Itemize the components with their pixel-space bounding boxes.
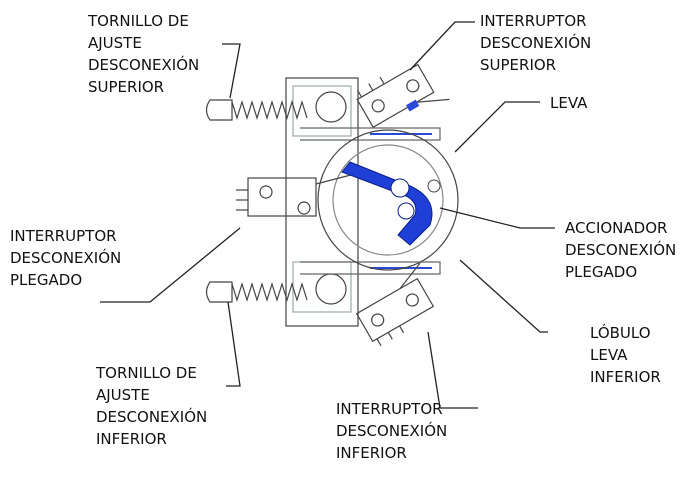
upper-hole — [315, 91, 347, 123]
leader-upper-switch — [409, 21, 475, 71]
label-actuator: ACCIONADOR DESCONEXIÓN PLEGADO — [565, 219, 677, 281]
upper-switch — [356, 63, 450, 129]
leader-lower-switch — [427, 331, 478, 409]
mounting-plate — [285, 77, 359, 327]
upper-adjusting-screw — [205, 99, 308, 121]
label-upper-switch: INTERRUPTOR DESCONEXIÓN SUPERIOR — [480, 12, 592, 74]
leader-cam — [454, 101, 540, 153]
label-fold-switch: INTERRUPTOR DESCONEXIÓN PLEGADO — [10, 227, 122, 289]
label-lower-switch: INTERRUPTOR DESCONEXIÓN INFERIOR — [336, 400, 448, 462]
lower-adjusting-screw — [205, 281, 308, 303]
label-upper-screw: TORNILLO DE AJUSTE DESCONEXIÓN SUPERIOR — [88, 12, 200, 96]
lower-hole — [315, 273, 347, 305]
label-lower-lobe: LÓBULO LEVA INFERIOR — [590, 324, 661, 386]
leader-actuator — [439, 207, 555, 229]
leader-lower-lobe — [459, 259, 548, 333]
leader-lower-screw — [226, 301, 241, 387]
leader-fold-switch — [100, 227, 241, 303]
cam — [317, 129, 459, 271]
lower-switch — [355, 262, 435, 347]
label-lower-screw: TORNILLO DE AJUSTE DESCONEXIÓN INFERIOR — [96, 364, 208, 448]
fold-switch — [236, 169, 371, 217]
leader-upper-screw — [222, 43, 241, 99]
actuator — [341, 161, 441, 246]
label-cam: LEVA — [550, 94, 588, 112]
